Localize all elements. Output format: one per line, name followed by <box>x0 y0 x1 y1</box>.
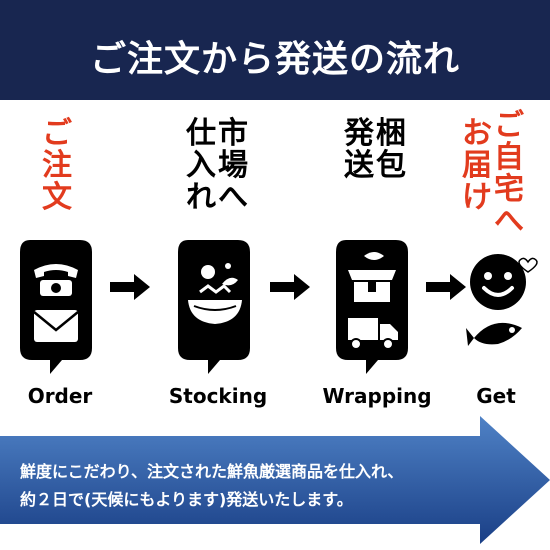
step-get-jp-col1: お届け <box>462 116 492 215</box>
step-stocking-jp-col2: 市場へ <box>218 116 248 215</box>
step-label-stocking: Stocking <box>168 384 268 408</box>
arrow-right-icon-1 <box>110 274 150 300</box>
step-label-wrapping: Wrapping <box>322 384 432 408</box>
smiley-icon <box>470 254 526 310</box>
box-icon <box>348 252 396 302</box>
info-banner <box>0 416 550 544</box>
arrow-right-icon-2 <box>270 274 310 300</box>
step-label-get: Get <box>476 384 516 408</box>
envelope-icon <box>33 310 79 342</box>
wrapping-card <box>336 240 408 374</box>
step-label-order: Order <box>27 384 93 408</box>
step-stocking-jp-col1: 仕入れ <box>186 116 216 215</box>
banner-line-1: 鮮度にこだわり、注文された鮮魚厳選商品を仕入れ、 <box>20 462 404 481</box>
get-card <box>466 254 538 346</box>
step-get-jp-col2: ご自宅へ <box>494 108 524 239</box>
banner-line-2: 約２日で(天候にもよります)発送いたします。 <box>20 490 353 509</box>
step-wrapping-jp-col2: 梱包 <box>376 116 406 183</box>
header-bar: ご注文から発送の流れ <box>0 0 550 100</box>
phone-icon <box>34 264 78 296</box>
page-title: ご注文から発送の流れ <box>89 39 460 80</box>
step-order-jp: ご注文 <box>42 116 72 215</box>
arrow-right-icon-3 <box>426 274 466 300</box>
step-wrapping-jp-col1: 発送 <box>344 116 374 183</box>
fish-bowl-icon <box>188 263 242 324</box>
heart-icon <box>518 257 538 273</box>
stocking-card <box>178 240 250 374</box>
truck-icon <box>348 318 398 350</box>
order-card <box>20 240 92 374</box>
fish-icon <box>466 322 522 346</box>
